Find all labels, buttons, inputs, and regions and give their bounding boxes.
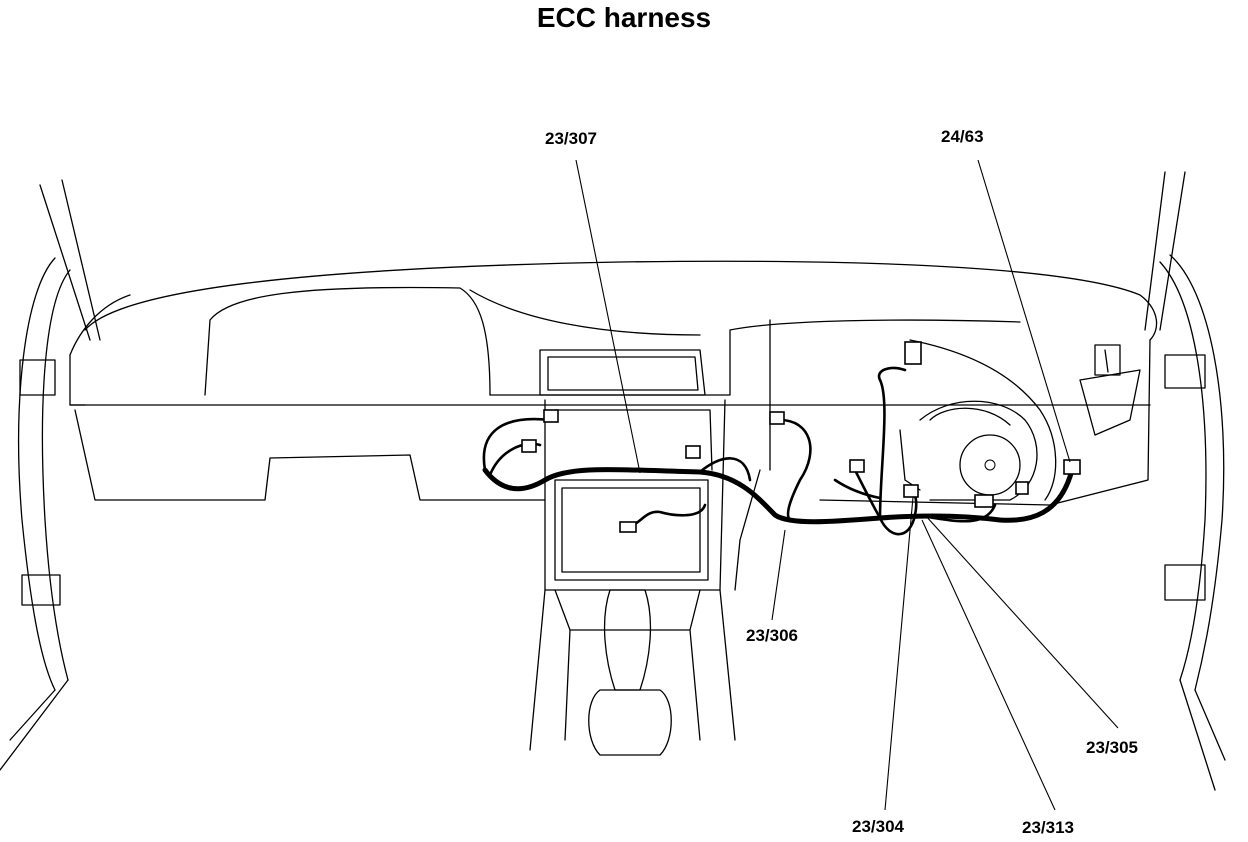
connector-g xyxy=(904,341,922,365)
ecc-main-harness xyxy=(482,366,1075,536)
right-door-frame xyxy=(1144,171,1226,791)
leader-24-63 xyxy=(977,159,1071,463)
leader-23-305 xyxy=(924,514,1119,729)
leader-23-313 xyxy=(921,519,1056,811)
callout-23-305: 23/305 xyxy=(1086,738,1138,757)
harness-connectors xyxy=(521,341,1081,533)
blower-unit xyxy=(899,339,1141,501)
callout-23-304: 23/304 xyxy=(852,817,904,836)
connector-e xyxy=(769,411,785,425)
connector-i xyxy=(974,494,994,508)
connector-d xyxy=(619,521,637,533)
connector-a xyxy=(543,409,559,423)
left-door-frame xyxy=(0,179,101,771)
callout-24-63: 24/63 xyxy=(941,127,984,146)
connector-b xyxy=(521,439,537,453)
connector-c xyxy=(685,445,701,459)
callout-23-306: 23/306 xyxy=(746,626,798,645)
connector-h xyxy=(903,484,919,498)
connector-f xyxy=(849,459,865,473)
diagram-title: ECC harness xyxy=(536,2,712,33)
callout-23-307: 23/307 xyxy=(545,129,597,148)
leader-23-304 xyxy=(884,496,914,811)
connector-j xyxy=(1015,481,1029,495)
leader-23-306 xyxy=(771,529,786,621)
connector-k xyxy=(1063,459,1081,475)
dashboard-outline xyxy=(69,260,1158,756)
callout-leaders xyxy=(575,159,1119,811)
leader-23-307 xyxy=(575,159,641,474)
callout-23-313: 23/313 xyxy=(1022,818,1074,837)
